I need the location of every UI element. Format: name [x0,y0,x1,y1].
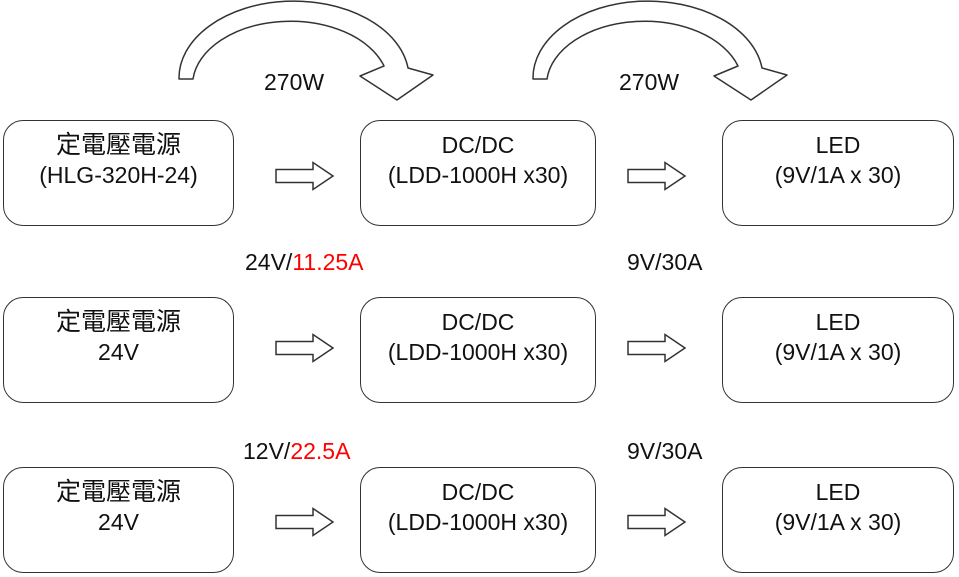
right-arrow-icon [627,161,687,191]
led-box-spec: (9V/1A x 30) [774,509,902,535]
led-box-row3: LED (9V/1A x 30) [722,467,954,573]
led-box-row2: LED (9V/1A x 30) [722,297,954,403]
source-box-row3: 定電壓電源 24V [3,467,234,573]
source-box-voltage: 24V [98,339,139,365]
label-black-part: 24V/ [245,249,293,275]
led-box-row1: LED (9V/1A x 30) [722,120,954,226]
led-box-spec: (9V/1A x 30) [774,339,902,365]
converter-box-title: DC/DC [441,479,515,505]
source-box-row2: 定電壓電源 24V [3,297,234,403]
led-box-title: LED [815,479,861,505]
right-arrow-icon [275,333,335,363]
output-current-label-row2: 9V/30A [627,250,702,274]
source-box-model: (HLG-320H-24) [39,162,198,188]
source-box-row1: 定電壓電源 (HLG-320H-24) [3,120,234,226]
led-box-spec: (9V/1A x 30) [774,162,902,188]
label-red-part: 11.25A [292,249,364,275]
right-arrow-icon [275,161,335,191]
converter-box-model: (LDD-1000H x30) [387,162,569,188]
label-black-part: 12V/ [243,438,291,464]
led-box-title: LED [815,309,861,335]
output-current-label-row3: 9V/30A [627,439,702,463]
converter-box-row1: DC/DC (LDD-1000H x30) [360,120,596,226]
input-current-label-row3: 12V/22.5A [243,439,350,463]
source-box-voltage: 24V [98,509,139,535]
led-box-title: LED [815,132,861,158]
label-black-part: 270W [619,69,680,95]
curved-arrows-layer [178,0,788,101]
source-box-title: 定電壓電源 [55,308,181,336]
label-black-part: 270W [264,69,325,95]
right-arrow-icon [627,507,687,537]
converter-box-title: DC/DC [441,132,515,158]
source-box-title: 定電壓電源 [55,131,181,159]
converter-box-row3: DC/DC (LDD-1000H x30) [360,467,596,573]
converter-box-model: (LDD-1000H x30) [387,509,569,535]
label-black-part: 9V/30A [627,249,703,275]
converter-box-title: DC/DC [441,309,515,335]
converter-box-row2: DC/DC (LDD-1000H x30) [360,297,596,403]
label-black-part: 9V/30A [627,438,703,464]
output-power-label-row1: 270W [619,70,679,94]
input-power-label-row1: 270W [264,70,324,94]
right-arrow-icon [627,333,687,363]
right-arrow-icon [275,507,335,537]
converter-box-model: (LDD-1000H x30) [387,339,569,365]
source-box-title: 定電壓電源 [55,478,181,506]
input-current-label-row2: 24V/11.25A [245,250,364,274]
label-red-part: 22.5A [290,438,351,464]
